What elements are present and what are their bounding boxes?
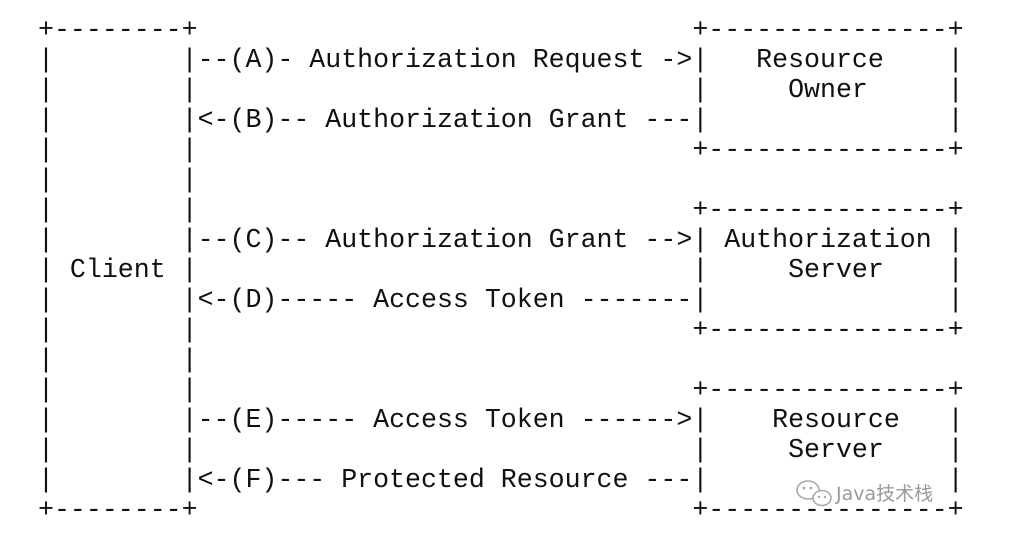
diagram-line-08: | |--(C)-- Authorization Grant -->| Auth… (38, 225, 964, 255)
diagram-line-15: | | | Server | (38, 435, 964, 465)
diagram-line-14: | |--(E)----- Access Token ------>| Reso… (38, 405, 964, 435)
diagram-line-02: | |--(A)- Authorization Request ->| Reso… (38, 45, 964, 75)
diagram-line-04: | |<-(B)-- Authorization Grant ---| | (38, 105, 964, 135)
diagram-line-13: | | +---------------+ (38, 375, 964, 405)
ascii-art: +--------+ +---------------+ | |--(A)- A… (38, 15, 964, 525)
diagram-line-10: | |<-(D)----- Access Token -------| | (38, 285, 964, 315)
watermark: Java技术栈 (796, 480, 933, 507)
diagram-line-09: | Client | | Server | (38, 255, 964, 285)
diagram-line-11: | | +---------------+ (38, 315, 964, 345)
watermark-label: Java技术栈 (835, 483, 933, 505)
wechat-icon (796, 480, 832, 507)
diagram-line-12: | | (38, 345, 198, 375)
diagram-line-07: | | +---------------+ (38, 195, 964, 225)
diagram-line-06: | | (38, 165, 198, 195)
diagram-line-05: | | +---------------+ (38, 135, 964, 165)
diagram-line-01: +--------+ +---------------+ (38, 15, 964, 45)
diagram-line-03: | | | Owner | (38, 75, 964, 105)
diagram-line-16: | |<-(F)--- Protected Resource ---| | (38, 465, 964, 495)
diagram-line-17: +--------+ +---------------+ (38, 495, 964, 525)
